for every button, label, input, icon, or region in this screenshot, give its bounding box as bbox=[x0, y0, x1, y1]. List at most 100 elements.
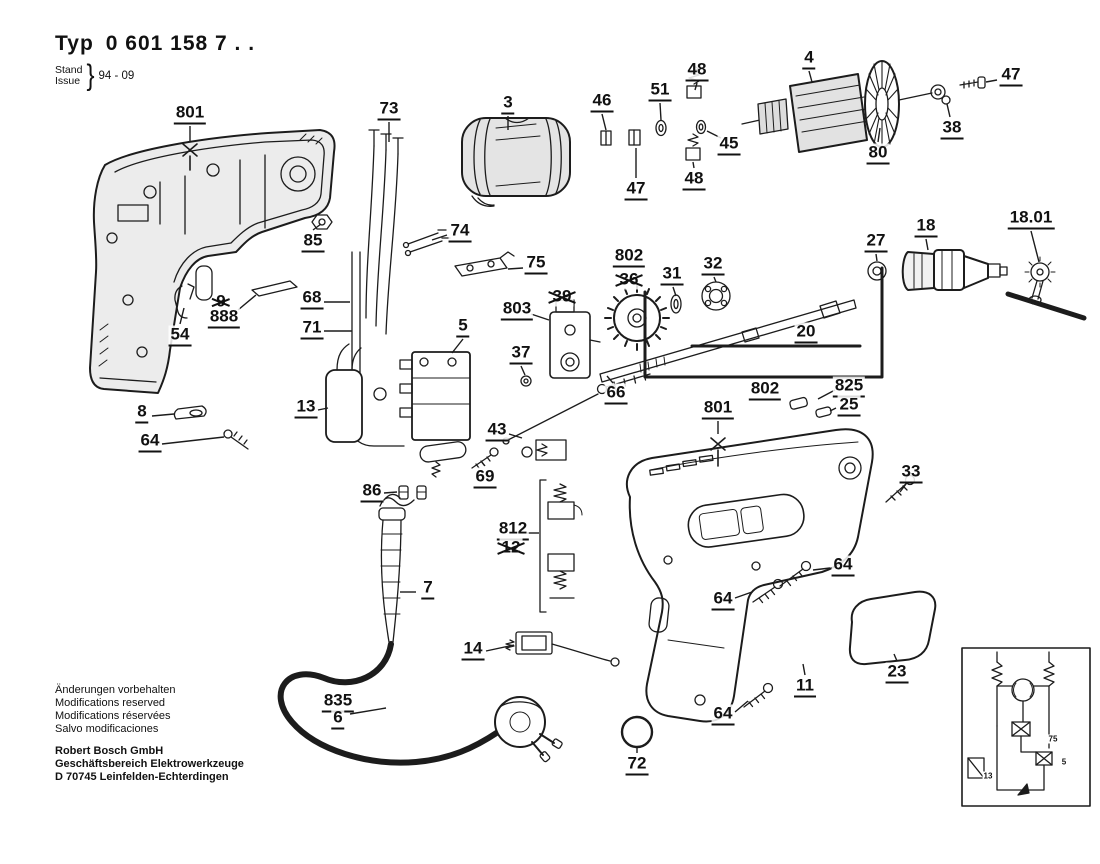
leader-line-51 bbox=[659, 102, 662, 121]
stud-cross-801a bbox=[182, 143, 198, 171]
wires-73-drawing bbox=[365, 129, 404, 335]
wires-74-drawing bbox=[402, 229, 451, 257]
armature-4-drawing bbox=[741, 60, 946, 153]
washer-51-drawing bbox=[655, 119, 667, 137]
part-label-75: 75 bbox=[524, 253, 548, 275]
part-label-36: 36 bbox=[617, 269, 641, 290]
part-label-12: 12 bbox=[499, 537, 523, 558]
plug-drawing bbox=[494, 696, 563, 763]
stand-issue-labels: Stand Issue bbox=[55, 65, 82, 87]
leader-line-4 bbox=[808, 70, 813, 83]
part-label-46: 46 bbox=[590, 91, 614, 113]
stator-3-drawing bbox=[461, 117, 571, 207]
leader-line-6 bbox=[349, 707, 387, 715]
part-label-66: 66 bbox=[604, 383, 628, 405]
leader-line-80 bbox=[877, 127, 881, 143]
part-label-801-b: 801 bbox=[701, 398, 735, 420]
company-line: Robert Bosch GmbH bbox=[55, 745, 164, 757]
part-label-802-b: 802 bbox=[748, 379, 782, 401]
stand-label: Stand bbox=[55, 64, 83, 76]
part-label-888: 888 bbox=[207, 307, 241, 329]
typ-number: 0 601 158 7 . . bbox=[105, 32, 256, 55]
leader-line-54 bbox=[179, 307, 185, 325]
leader-line-64-a bbox=[161, 436, 225, 445]
part-label-25: 25 bbox=[837, 395, 861, 417]
company-line: Geschäftsbereich Elektrowerkzeuge bbox=[55, 758, 244, 770]
notice-line: Modifications réservées bbox=[55, 710, 171, 722]
part-label-835: 835 bbox=[321, 691, 355, 713]
part-label-73: 73 bbox=[377, 99, 401, 121]
leader-line-69 bbox=[480, 460, 486, 467]
leader-line-803 bbox=[530, 313, 550, 321]
part-label-802-a: 802 bbox=[612, 246, 646, 268]
part-label-64-d: 64 bbox=[711, 704, 735, 726]
part-label-801-top: 801 bbox=[173, 103, 207, 125]
leader-line-48-bottom bbox=[692, 161, 695, 169]
screw-47-drawing bbox=[959, 76, 986, 89]
leader-line-31 bbox=[672, 286, 677, 297]
part-label-3: 3 bbox=[501, 93, 515, 115]
leader-line-86 bbox=[383, 491, 398, 494]
part-label-45: 45 bbox=[717, 134, 741, 156]
leader-line-13 bbox=[317, 407, 329, 411]
part-label-31: 31 bbox=[660, 264, 684, 286]
part-label-86: 86 bbox=[360, 481, 384, 503]
plate-888-drawing bbox=[251, 280, 298, 297]
leader-line-37 bbox=[520, 365, 526, 376]
leader-line-66 bbox=[606, 375, 614, 384]
nut-85-drawing bbox=[311, 214, 333, 230]
part-label-48-top: 48 bbox=[685, 60, 709, 82]
leader-line-18-01 bbox=[1030, 230, 1040, 263]
leader-line-75 bbox=[507, 267, 524, 270]
part-label-47-mid: 47 bbox=[624, 179, 648, 201]
title-block: Typ 0 601 158 7 . . Stand Issue } 94 - 0… bbox=[55, 32, 256, 92]
screw-64c-drawing bbox=[752, 578, 784, 604]
latch-43-drawing bbox=[502, 393, 599, 461]
power-cable-6-drawing bbox=[277, 641, 501, 766]
washer-37-drawing bbox=[520, 375, 532, 387]
contact-plate-75-drawing bbox=[454, 251, 515, 277]
chuck-18-drawing bbox=[901, 249, 1008, 291]
issue-value: 94 - 09 bbox=[98, 70, 135, 82]
lever-8-drawing bbox=[173, 405, 207, 420]
typ-label: Typ bbox=[55, 32, 94, 55]
leader-line-25 bbox=[829, 407, 837, 412]
part-label-6: 6 bbox=[331, 708, 345, 730]
bearing-32-drawing bbox=[701, 281, 731, 311]
part-label-27: 27 bbox=[864, 231, 888, 253]
part-label-13: 13 bbox=[294, 397, 318, 419]
leader-line-11 bbox=[802, 663, 806, 676]
ring-72-drawing bbox=[620, 715, 654, 749]
cord-guard-7-drawing bbox=[378, 493, 415, 643]
issue-label: Issue bbox=[55, 75, 81, 87]
brace-glyph: } bbox=[86, 58, 95, 93]
part-label-37: 37 bbox=[509, 343, 533, 365]
capacitor-13-drawing bbox=[325, 343, 387, 443]
part-label-38: 38 bbox=[940, 118, 964, 140]
part-label-72: 72 bbox=[625, 754, 649, 776]
part-label-47-right: 47 bbox=[999, 65, 1023, 87]
leader-line-5 bbox=[451, 338, 464, 354]
leader-line-14 bbox=[485, 644, 515, 652]
clip-54-drawing bbox=[174, 283, 195, 319]
part-label-803: 803 bbox=[500, 299, 534, 321]
bearing-bracket-803-drawing bbox=[549, 299, 601, 379]
leader-line-48-top bbox=[694, 82, 698, 91]
schematic-label-sch-75: 75 bbox=[1047, 734, 1059, 744]
part-label-7: 7 bbox=[421, 578, 435, 600]
group-bracket-lines bbox=[643, 266, 884, 379]
footer-block: Änderungen vorbehalten Modifications res… bbox=[55, 684, 244, 784]
leader-line-46 bbox=[601, 113, 607, 131]
leader-line-47-right bbox=[985, 79, 998, 83]
leader-line-33 bbox=[899, 483, 907, 493]
part-label-43: 43 bbox=[485, 420, 509, 442]
part-label-74: 74 bbox=[448, 221, 472, 243]
part-label-5: 5 bbox=[456, 316, 470, 338]
part-label-64-a: 64 bbox=[138, 431, 162, 453]
part-label-54: 54 bbox=[168, 325, 192, 347]
part-label-85: 85 bbox=[301, 231, 325, 253]
part-label-9: 9 bbox=[214, 291, 228, 312]
part-label-11: 11 bbox=[794, 676, 816, 698]
part-label-71: 71 bbox=[300, 318, 324, 340]
